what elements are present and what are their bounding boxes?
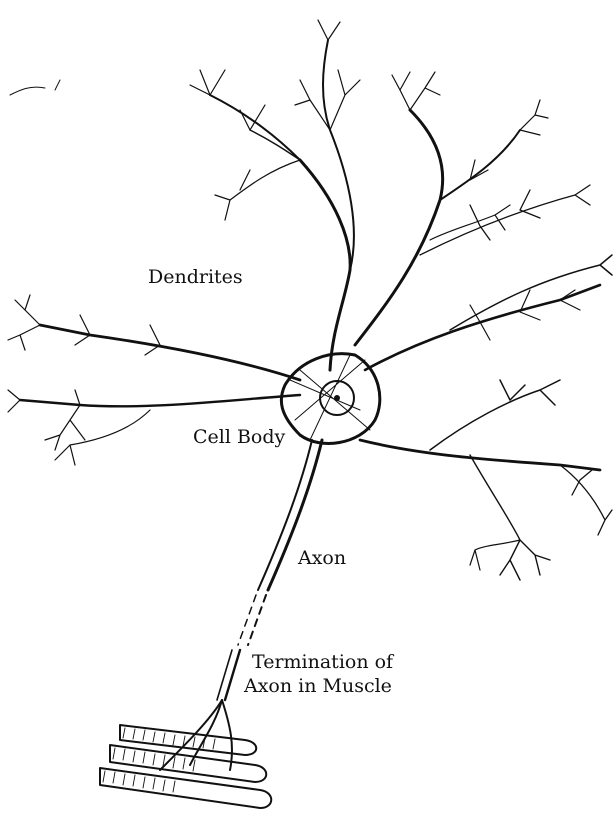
muscle-fibers	[100, 725, 271, 808]
dendrite-lower-right	[360, 380, 612, 580]
dendrite-upper-right	[355, 72, 590, 345]
dendrite-right	[365, 205, 612, 370]
label-cell-body: Cell Body	[193, 426, 285, 448]
label-dendrites: Dendrites	[148, 266, 243, 288]
dendrite-upper	[190, 20, 360, 370]
label-termination-line-1: Termination of	[252, 651, 393, 673]
nucleolus	[334, 395, 340, 401]
label-axon: Axon	[298, 547, 346, 569]
stray-mark	[10, 80, 60, 95]
label-termination-line-2: Axon in Muscle	[244, 675, 392, 697]
